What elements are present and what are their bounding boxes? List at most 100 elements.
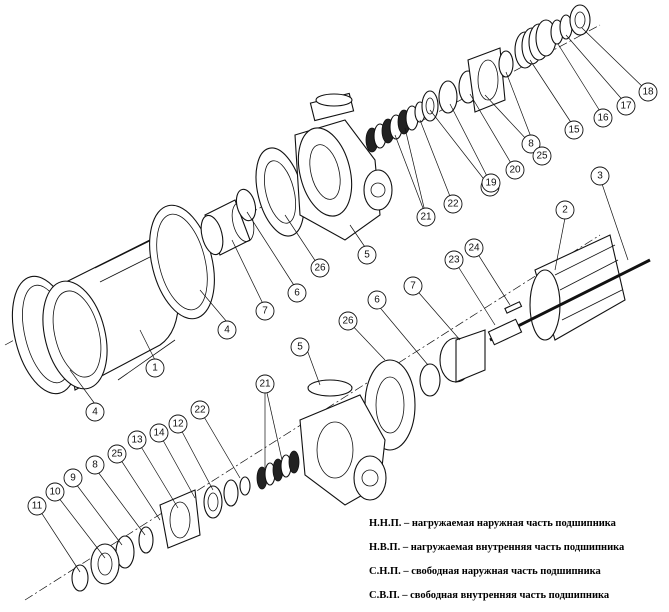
callout-25-lower: 25 (107, 444, 127, 464)
svg-text:3: 3 (597, 171, 603, 182)
svg-text:21: 21 (259, 379, 271, 390)
bearing-abbreviation-legend: Н.Н.П. – нагружаемая наружная часть подш… (369, 512, 669, 608)
callout-15: 15 (564, 120, 584, 140)
svg-text:26: 26 (342, 316, 354, 327)
callout-18: 18 (638, 82, 658, 102)
svg-text:1: 1 (152, 363, 158, 374)
svg-text:10: 10 (49, 487, 61, 498)
ring-11 (71, 564, 89, 592)
callout-25-upper: 25 (532, 146, 552, 166)
gasket-right (149, 204, 215, 320)
impeller-stack-upper (365, 105, 419, 153)
svg-text:9: 9 (70, 473, 76, 484)
callout-12-lower: 12 (168, 414, 188, 434)
callout-21-upper: 21 (416, 207, 436, 227)
callout-11: 11 (27, 496, 47, 516)
callout-17: 17 (616, 96, 636, 116)
bearing-upper (421, 90, 439, 122)
callout-13: 13 (127, 430, 147, 450)
bearing-lower-outer (203, 485, 223, 519)
callout-1: 1 (145, 358, 165, 378)
callout-20: 20 (505, 160, 525, 180)
ring-10 (90, 543, 120, 585)
bearing-cover-lower (159, 489, 201, 549)
flange-gasket-upper (255, 147, 305, 237)
stator-casing (42, 231, 180, 391)
svg-text:26: 26 (314, 263, 326, 274)
callout-10: 10 (45, 482, 65, 502)
spring-pack (514, 19, 557, 69)
callout-5-upper: 5 (357, 245, 377, 265)
bearing-lower (223, 479, 239, 507)
shaft-sleeve (487, 318, 523, 346)
svg-text:25: 25 (111, 449, 123, 460)
svg-text:13: 13 (131, 435, 143, 446)
legend-item-nvp: Н.В.П. – нагружаемая внутренняя часть по… (369, 542, 625, 553)
callout-5-lower: 5 (290, 337, 310, 357)
callout-7-upper: 7 (255, 301, 275, 321)
svg-text:6: 6 (374, 295, 380, 306)
svg-text:7: 7 (262, 306, 268, 317)
spacer-ring-lower (239, 476, 251, 496)
svg-text:20: 20 (509, 165, 521, 176)
svg-text:15: 15 (568, 125, 580, 136)
ring-8-lower (138, 526, 154, 554)
callout-21-lower: 21 (255, 374, 275, 394)
seal-ring-lower (419, 363, 441, 397)
callout-6-lower: 6 (367, 290, 387, 310)
callout-19: 19 (481, 173, 501, 193)
callout-6-upper: 6 (287, 283, 307, 303)
svg-text:18: 18 (642, 87, 654, 98)
pump-housing-upper (294, 92, 393, 241)
svg-text:17: 17 (620, 101, 632, 112)
legend-item-nnp: Н.Н.П. – нагружаемая наружная часть подш… (369, 518, 616, 529)
svg-text:19: 19 (485, 178, 497, 189)
callout-7-lower: 7 (403, 276, 423, 296)
svg-text:8: 8 (92, 460, 98, 471)
callout-26-lower: 26 (338, 311, 358, 331)
callout-26-upper: 26 (310, 258, 330, 278)
callout-8-upper: 8 (521, 134, 541, 154)
svg-text:12: 12 (172, 419, 184, 430)
svg-text:25: 25 (536, 151, 548, 162)
svg-text:11: 11 (32, 501, 43, 512)
bearing-cover-upper (467, 47, 506, 113)
legend-item-svp: С.В.П. – свободная внутренняя часть подш… (369, 590, 610, 601)
svg-text:7: 7 (410, 281, 416, 292)
end-cover (569, 4, 591, 36)
callout-4-left: 4 (85, 402, 105, 422)
callout-24: 24 (464, 238, 484, 258)
seal-ring-upper (235, 188, 257, 222)
rotor (529, 234, 626, 341)
legend-item-snp: С.Н.П. – свободная наружная часть подшип… (369, 566, 601, 577)
svg-text:8: 8 (528, 139, 534, 150)
impeller-stack-lower (256, 450, 300, 490)
callout-2: 2 (555, 200, 575, 220)
bearing-housing-lower (439, 329, 486, 383)
callout-3: 3 (590, 166, 610, 186)
callout-22-lower: 22 (190, 400, 210, 420)
svg-text:24: 24 (468, 243, 480, 254)
leader-lines (36, 27, 649, 573)
callout-23: 23 (444, 250, 464, 270)
callout-labels: 1 2 3 4 4 5 5 6 6 7 7 8 8 9 10 11 12 12 … (27, 82, 658, 516)
pump-housing-lower (299, 379, 387, 506)
svg-text:6: 6 (294, 288, 300, 299)
svg-text:5: 5 (364, 250, 370, 261)
svg-text:4: 4 (92, 407, 98, 418)
svg-text:14: 14 (153, 428, 165, 439)
ring-8-upper (498, 50, 514, 78)
svg-text:21: 21 (420, 212, 432, 223)
callout-22-upper: 22 (443, 194, 463, 214)
svg-text:22: 22 (447, 199, 459, 210)
shaft-key (504, 301, 523, 314)
svg-text:16: 16 (597, 113, 609, 124)
callout-9: 9 (63, 468, 83, 488)
callout-16: 16 (593, 108, 613, 128)
svg-text:4: 4 (224, 325, 230, 336)
svg-text:22: 22 (194, 405, 206, 416)
svg-text:5: 5 (297, 342, 303, 353)
callout-4-right: 4 (217, 320, 237, 340)
bearing-housing-upper (200, 199, 255, 256)
